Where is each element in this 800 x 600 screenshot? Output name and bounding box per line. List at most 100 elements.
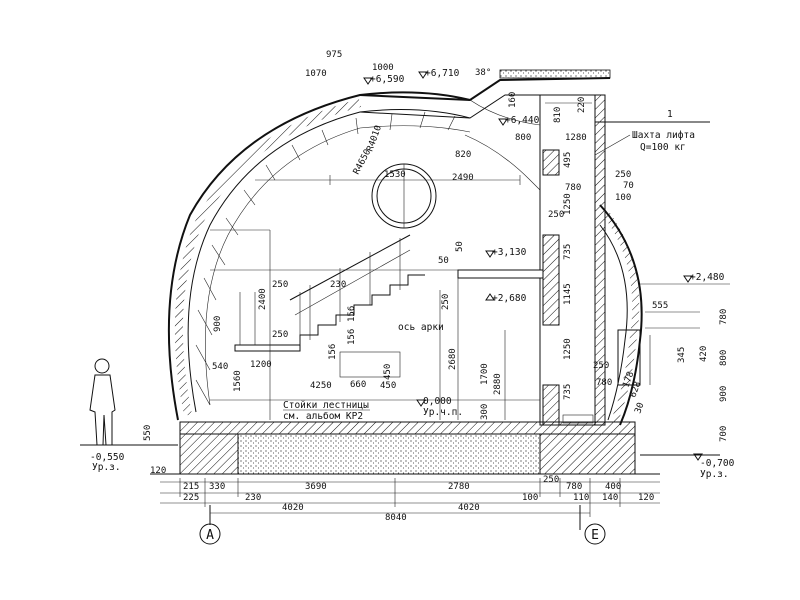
stair-posts-label-2: см. альбом КР2 bbox=[283, 411, 363, 422]
level-3130: +3,130 bbox=[492, 247, 527, 258]
dim-160: 160 bbox=[508, 92, 518, 108]
dim-780-r: 780 bbox=[719, 309, 729, 325]
dim-250-r: 250 bbox=[615, 170, 631, 180]
dim-735-a: 735 bbox=[563, 244, 573, 260]
dim-900-l: 900 bbox=[213, 316, 223, 332]
dim-300: 300 bbox=[480, 404, 490, 420]
axis-marker-e: Е bbox=[584, 523, 606, 545]
staircase bbox=[234, 234, 425, 352]
dim-b330: 330 bbox=[209, 482, 225, 492]
dim-555: 555 bbox=[652, 301, 668, 311]
level-6710: +6,710 bbox=[425, 68, 460, 79]
dim-975: 975 bbox=[326, 50, 342, 60]
dim-800-r: 800 bbox=[719, 350, 729, 366]
dim-800: 800 bbox=[515, 133, 531, 143]
dim-1700: 1700 bbox=[480, 363, 490, 385]
ground-lines bbox=[80, 444, 720, 530]
axis-label-e: Е bbox=[591, 528, 599, 543]
dim-b110: 110 bbox=[573, 493, 589, 503]
dim-1560: 1560 bbox=[233, 370, 243, 392]
dim-b250: 250 bbox=[543, 475, 559, 485]
dim-345: 345 bbox=[677, 347, 687, 363]
floor-slabs bbox=[150, 269, 660, 475]
dim-50-a: 50 bbox=[455, 241, 465, 252]
dim-220: 220 bbox=[577, 97, 587, 113]
dim-250-s2: 250 bbox=[441, 294, 451, 310]
callout-number: 1 bbox=[667, 109, 673, 120]
dim-b4020-a: 4020 bbox=[282, 503, 304, 513]
dome-shell bbox=[167, 69, 643, 426]
axis-marker-a: А bbox=[199, 523, 221, 545]
dim-420: 420 bbox=[699, 346, 709, 362]
dim-540: 540 bbox=[212, 362, 228, 372]
dim-2400: 2400 bbox=[258, 288, 268, 310]
dim-250-rr: 250 bbox=[593, 361, 609, 371]
dim-b2780: 2780 bbox=[448, 482, 470, 492]
annotation-labels: 1 Шахта лифта Q=100 кг ось арки Стойки л… bbox=[283, 109, 695, 422]
dim-4250: 4250 bbox=[310, 381, 332, 391]
dim-b8040: 8040 bbox=[385, 513, 407, 523]
dim-700-r: 700 bbox=[719, 426, 729, 442]
dim-1070: 1070 bbox=[305, 69, 327, 79]
level-marks: +6,590 +6,710 +6,440 +3,130 +2,680 +2,48… bbox=[90, 68, 735, 480]
dim-b100: 100 bbox=[522, 493, 538, 503]
level-6440: +6,440 bbox=[505, 115, 540, 126]
arch-axis-label: ось арки bbox=[398, 322, 444, 333]
level-0000: 0,000 bbox=[423, 396, 452, 407]
dim-1000: 1000 bbox=[372, 63, 394, 73]
dim-1530: 1530 bbox=[384, 170, 406, 180]
dim-156-c: 156 bbox=[328, 344, 338, 360]
dim-1250-b: 1250 bbox=[563, 338, 573, 360]
level-m0550: -0,550 bbox=[90, 452, 125, 463]
dim-b225: 225 bbox=[183, 493, 199, 503]
lift-shaft-label: Шахта лифта bbox=[632, 130, 695, 141]
dim-1250-a: 1250 bbox=[563, 193, 573, 215]
dim-780-rr: 780 bbox=[596, 378, 612, 388]
level-m0700: -0,700 bbox=[700, 458, 735, 469]
dim-100: 100 bbox=[615, 193, 631, 203]
dim-900-r: 900 bbox=[719, 386, 729, 402]
bottom-dimension-chains bbox=[160, 478, 660, 517]
dim-angle-38: 38° bbox=[475, 68, 491, 78]
dim-735-b: 735 bbox=[563, 384, 573, 400]
dim-70: 70 bbox=[623, 181, 634, 191]
dim-b230: 230 bbox=[245, 493, 261, 503]
dim-2490: 2490 bbox=[452, 173, 474, 183]
level-m0700-sub: Ур.з. bbox=[700, 469, 729, 480]
dim-820: 820 bbox=[455, 150, 471, 160]
dim-b780: 780 bbox=[566, 482, 582, 492]
dim-250-s1: 250 bbox=[548, 210, 564, 220]
dim-250-l: 250 bbox=[272, 330, 288, 340]
dim-660: 660 bbox=[350, 380, 366, 390]
dim-1200: 1200 bbox=[250, 360, 272, 370]
level-2680: +2,680 bbox=[492, 293, 527, 304]
dim-156-a: 156 bbox=[347, 306, 357, 322]
axis-label-a: А bbox=[206, 528, 214, 543]
guide-lines bbox=[210, 175, 594, 424]
dim-250-stair: 250 bbox=[272, 280, 288, 290]
dim-1280: 1280 bbox=[565, 133, 587, 143]
dim-156-b: 156 bbox=[347, 329, 357, 345]
right-window bbox=[617, 311, 700, 386]
dim-b140: 140 bbox=[602, 493, 618, 503]
dim-780-top: 780 bbox=[565, 183, 581, 193]
round-window bbox=[371, 163, 437, 229]
stair-posts-label-1: Стойки лестницы bbox=[283, 400, 369, 411]
dim-2680: 2680 bbox=[448, 348, 458, 370]
dim-810: 810 bbox=[553, 107, 563, 123]
dim-450-a: 450 bbox=[383, 364, 393, 380]
dim-50-b: 50 bbox=[438, 256, 449, 266]
dim-450-b: 450 bbox=[380, 381, 396, 391]
dim-30: 30 bbox=[633, 401, 646, 415]
dim-b215: 215 bbox=[183, 482, 199, 492]
lift-capacity-label: Q=100 кг bbox=[640, 142, 686, 153]
callout-leader bbox=[594, 121, 710, 156]
level-m0550-sub: Ур.з. bbox=[92, 462, 121, 473]
level-6590: +6,590 bbox=[370, 74, 405, 85]
dim-b400: 400 bbox=[605, 482, 621, 492]
dim-b120-r: 120 bbox=[638, 493, 654, 503]
level-0000-sub: Ур.ч.п. bbox=[423, 407, 463, 418]
dim-1145: 1145 bbox=[563, 283, 573, 305]
dim-b120-l: 120 bbox=[150, 466, 166, 476]
